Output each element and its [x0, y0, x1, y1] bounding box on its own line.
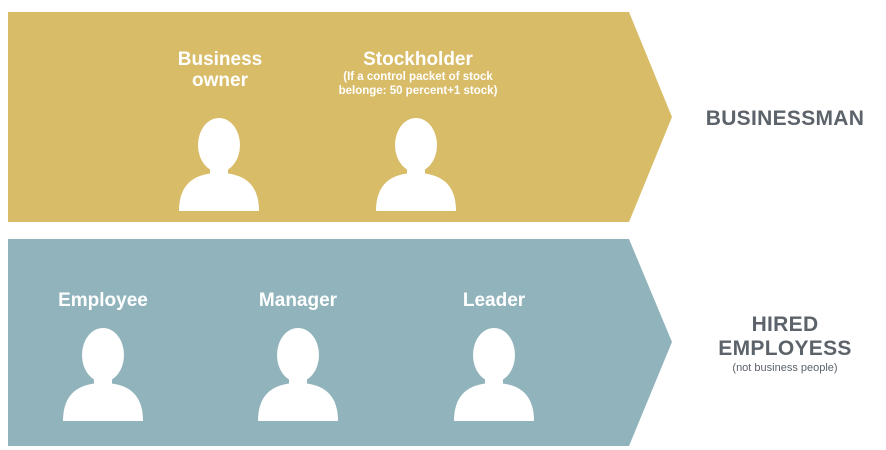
employee-label: Employee	[58, 290, 148, 311]
manager-person-icon	[258, 328, 338, 421]
businessman-label: BUSINESSMAN	[705, 107, 865, 130]
business-owner-label: Business owner	[177, 49, 263, 91]
business-owner-person-icon	[179, 118, 259, 211]
stockholder-label: Stockholder (If a control packet of stoc…	[338, 49, 498, 97]
leader-person-icon	[454, 328, 534, 421]
businessman-arrow-band	[8, 12, 672, 222]
stockholder-person-icon	[376, 118, 456, 211]
leader-label: Leader	[462, 290, 526, 311]
manager-label: Manager	[258, 290, 338, 311]
hired-employees-label: HIRED EMPLOYESS (not business people)	[718, 313, 852, 374]
employee-person-icon	[63, 328, 143, 421]
